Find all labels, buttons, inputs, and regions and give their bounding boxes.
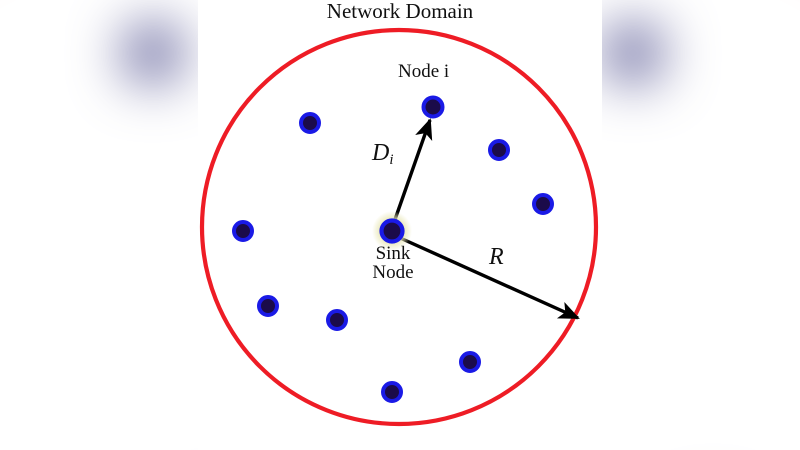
sensor-node xyxy=(326,309,348,331)
sensor-node xyxy=(532,193,554,215)
domain-boundary xyxy=(199,27,599,427)
sink-node-label-line2: Node xyxy=(372,262,414,284)
arrow-group xyxy=(390,118,580,320)
sink-node-marker xyxy=(379,218,405,244)
sensor-node xyxy=(299,112,321,134)
sensor-node xyxy=(488,139,510,161)
sink-node-label-line1: Sink xyxy=(375,243,411,264)
sensor-node xyxy=(381,381,403,403)
radius-label: R xyxy=(489,244,504,270)
sensor-node xyxy=(459,351,481,373)
distance-label: Di xyxy=(372,141,393,168)
distance-symbol: D xyxy=(372,140,390,166)
page-title: Network Domain xyxy=(326,0,474,23)
distance-subscript: i xyxy=(389,152,394,169)
sensor-node-group xyxy=(232,95,554,403)
sink-node xyxy=(372,211,412,251)
distance-arrow xyxy=(390,118,433,229)
sensor-node xyxy=(421,95,445,119)
node-i-label: Node i xyxy=(398,61,450,82)
sensor-node xyxy=(257,295,279,317)
radius-arrow xyxy=(397,235,580,320)
sensor-node xyxy=(232,220,254,242)
